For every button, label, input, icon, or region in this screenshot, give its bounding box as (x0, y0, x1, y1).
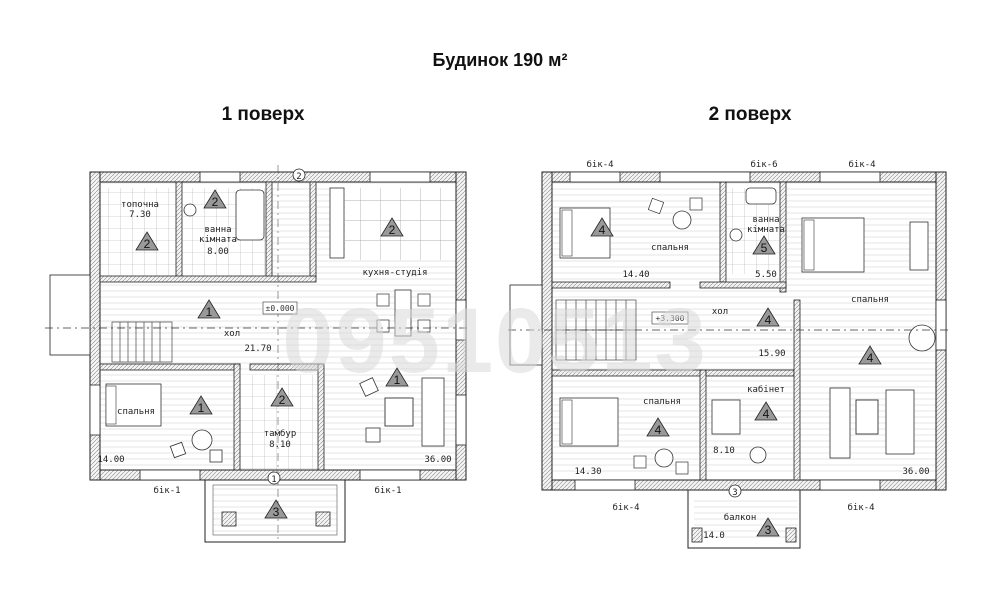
room-area-bedroom-1: 14.40 (622, 270, 649, 280)
room-label-bath2-2: кімната (747, 225, 785, 235)
room-label-bedroom-2: спальня (851, 295, 889, 305)
floor-2-title: 2 поверх (708, 104, 792, 125)
mark-text: 1 (206, 305, 213, 319)
side-label-top: бік-6 (750, 159, 777, 170)
axis-mark-2: 2 (296, 172, 301, 182)
mark-text: 5 (761, 241, 768, 255)
level-mark-2: +3.300 (656, 314, 685, 323)
room-area-bath: 8.00 (207, 247, 229, 257)
room-label-boiler: топочна (121, 200, 159, 210)
room-label-bath-2: кімната (199, 235, 237, 245)
room-label-bath-1: ванна (204, 225, 231, 235)
room-area-vestibule: 8.10 (269, 440, 291, 450)
room-area-bath2: 5.50 (755, 270, 777, 280)
side-label-top: бік-4 (848, 159, 875, 170)
room-area-kitchen: 36.00 (424, 455, 451, 465)
room-label-balcony: балкон (724, 512, 757, 523)
side-label: бік-1 (374, 485, 401, 496)
mark-text: 2 (144, 237, 151, 251)
room-label-hall: хол (224, 329, 240, 339)
room-area-bedroom: 14.00 (97, 455, 124, 465)
axis-mark-3: 3 (732, 488, 737, 498)
side-label: бік-1 (153, 485, 180, 496)
mark-text: 3 (273, 505, 280, 519)
room-area-boiler: 7.30 (129, 210, 151, 220)
side-label: бік-4 (847, 502, 874, 513)
room-label-bedroom: спальня (117, 407, 155, 417)
mark-text: 2 (279, 393, 286, 407)
room-label-bedroom-1: спальня (651, 243, 689, 253)
page-title: Будинок 190 м² (432, 50, 568, 70)
mark-text: 4 (763, 407, 770, 421)
mark-text: 1 (198, 401, 205, 415)
side-label: бік-4 (612, 502, 639, 513)
mark-text: 3 (765, 523, 772, 537)
mark-text: 4 (867, 351, 874, 365)
watermark: 09510513 (282, 290, 707, 392)
room-area-hall-2: 15.90 (758, 349, 785, 359)
mark-text: 4 (599, 223, 606, 237)
floor-2-plan: 3 4 5 4 4 4 4 3 спальня 14.40 ванна кімн… (508, 159, 948, 549)
room-label-bedroom-3: спальня (643, 397, 681, 407)
room-area-bedroom-3: 14.30 (574, 467, 601, 477)
room-label-bath2-1: ванна (752, 215, 779, 225)
floor-1-plan: 2 1 2 2 2 1 1 2 1 3 топочна 7.30 ванна к… (45, 165, 470, 543)
room-area-bedroom-2: 36.00 (902, 467, 929, 477)
room-area-hall: 21.70 (244, 344, 271, 354)
room-label-vestibule: тамбур (264, 428, 297, 439)
room-label-study: кабінет (747, 384, 785, 395)
level-mark: ±0.000 (266, 304, 295, 313)
room-area-balcony: 14.0 (703, 531, 725, 541)
mark-text: 4 (765, 313, 772, 327)
room-label-kitchen: кухня-студія (362, 268, 427, 278)
mark-text: 1 (394, 373, 401, 387)
floor-1-title: 1 поверх (221, 104, 305, 125)
mark-text: 4 (655, 423, 662, 437)
mark-text: 2 (389, 223, 396, 237)
mark-text: 2 (212, 195, 219, 209)
room-area-study: 8.10 (713, 446, 735, 456)
axis-mark-1: 1 (271, 475, 276, 485)
side-label-top: бік-4 (586, 159, 613, 170)
room-label-hall-2: хол (712, 307, 728, 317)
